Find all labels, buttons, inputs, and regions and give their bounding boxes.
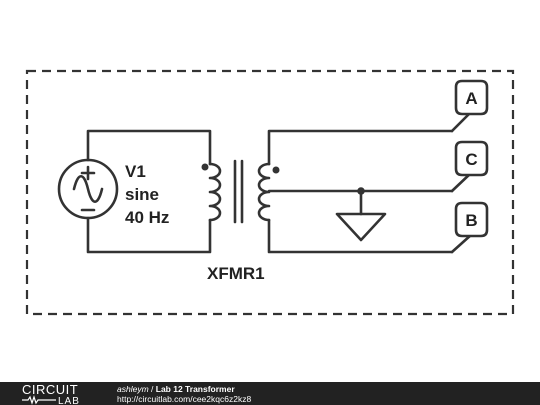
secondary-bottom-wire xyxy=(267,218,454,254)
footer-url[interactable]: http://circuitlab.com/cee2kqc6z2kz8 xyxy=(117,394,252,404)
footer-bar: CIRCUIT LAB ashleym / Lab 12 Transformer… xyxy=(0,382,540,405)
footer-separator: / xyxy=(148,384,156,394)
primary-bottom-wire xyxy=(86,216,212,254)
sine-source-icon[interactable] xyxy=(57,158,119,220)
secondary-dot-marker xyxy=(272,166,280,174)
circuitlab-logo[interactable]: CIRCUIT LAB xyxy=(22,383,102,405)
primary-dot-marker xyxy=(201,163,209,171)
footer-title-line: ashleym / Lab 12 Transformer xyxy=(117,384,251,394)
resistor-icon xyxy=(22,395,56,405)
source-name-label: V1 xyxy=(125,162,146,181)
footer-author[interactable]: ashleym xyxy=(117,384,149,394)
primary-top-wire xyxy=(86,129,212,166)
port-b-terminal[interactable]: B xyxy=(450,201,489,254)
port-a-label: A xyxy=(465,89,477,108)
logo-top-text: CIRCUIT xyxy=(22,383,78,397)
port-c-terminal[interactable]: C xyxy=(450,140,489,193)
port-c-label: C xyxy=(465,150,477,169)
footer-text: ashleym / Lab 12 Transformer http://circ… xyxy=(117,384,251,404)
logo-bottom-text: LAB xyxy=(58,396,80,405)
schematic-canvas: V1 sine 40 Hz XFMR1 A C B xyxy=(25,69,515,316)
footer-title[interactable]: Lab 12 Transformer xyxy=(155,384,235,394)
port-a-terminal[interactable]: A xyxy=(450,79,489,133)
source-type-label: sine xyxy=(125,185,159,204)
transformer-name-label: XFMR1 xyxy=(207,264,265,283)
port-b-label: B xyxy=(465,211,477,230)
source-frequency-label: 40 Hz xyxy=(125,208,169,227)
dashed-border xyxy=(25,69,515,316)
secondary-top-wire xyxy=(267,129,454,166)
ground-icon xyxy=(335,187,387,242)
